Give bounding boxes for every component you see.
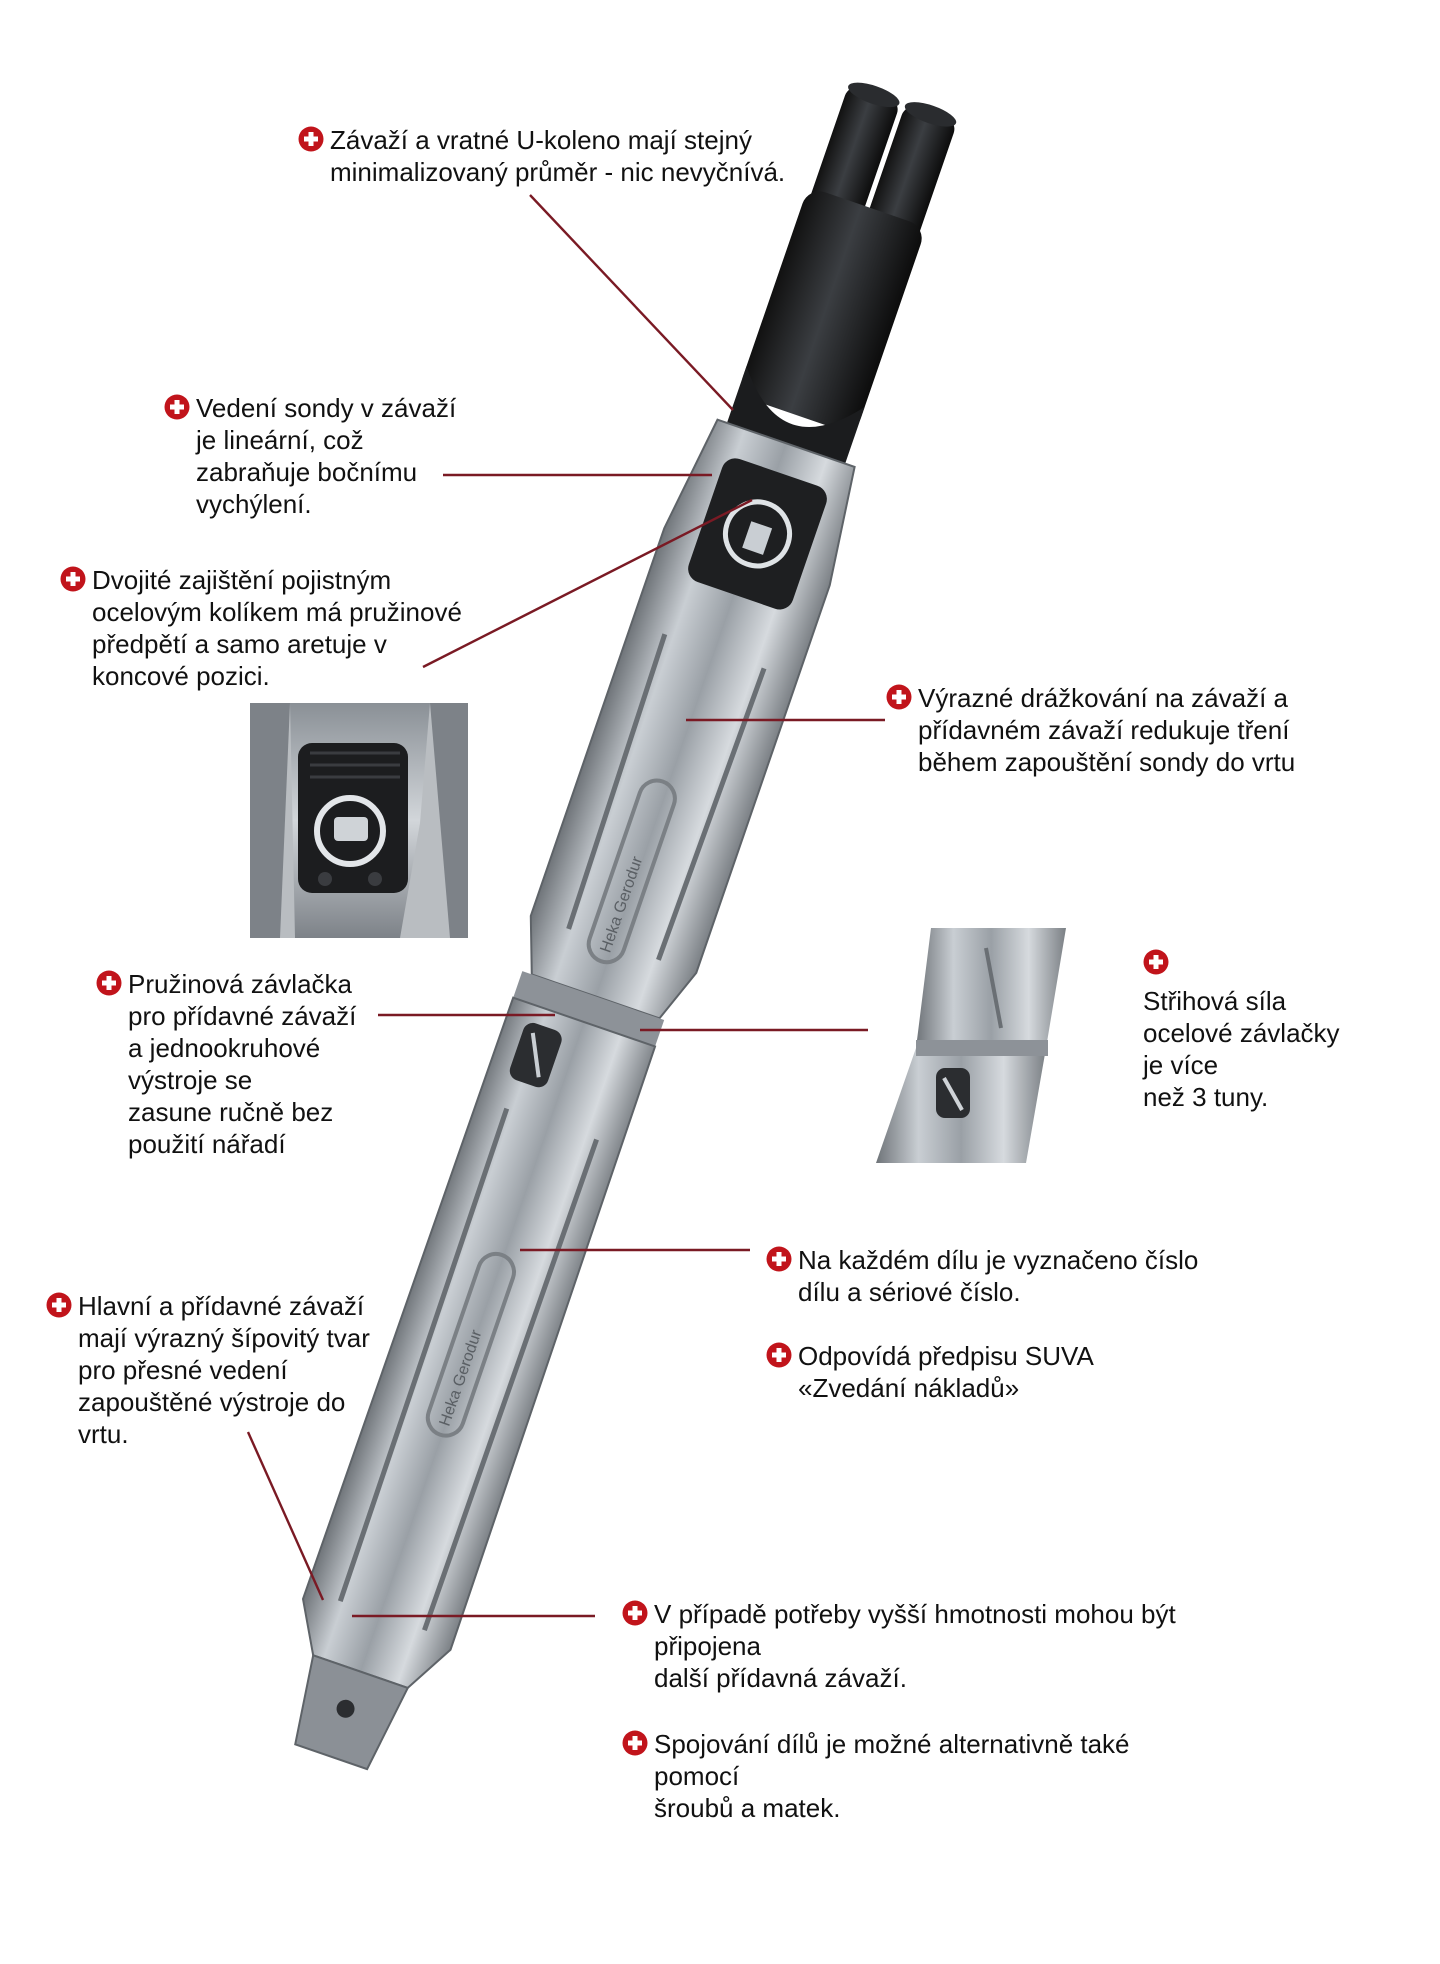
leader-arrow-shape xyxy=(246,1431,325,1601)
callout-double-lock: Dvojité zajištění pojistným ocelovým kol… xyxy=(60,564,512,692)
swiss-cross-icon xyxy=(164,394,190,420)
callout-suva-text: Odpovídá předpisu SUVA «Zvedání nákladů» xyxy=(798,1341,1094,1403)
callout-u-bend: Závaží a vratné U-koleno mají stejný min… xyxy=(298,124,890,188)
swiss-cross-icon xyxy=(1143,949,1169,975)
callout-suva: Odpovídá předpisu SUVA «Zvedání nákladů» xyxy=(766,1340,1218,1404)
callout-grooving-text: Výrazné drážkování na závaží a přídavném… xyxy=(918,683,1296,777)
swiss-cross-icon xyxy=(60,566,86,592)
swiss-cross-icon xyxy=(96,970,122,996)
leader-u-bend xyxy=(529,194,734,411)
lock-detail-inset xyxy=(250,703,468,938)
swiss-cross-icon xyxy=(766,1342,792,1368)
leader-lines xyxy=(246,194,885,1618)
callout-spring-pin: Pružinová závlačka pro přídavné závaží a… xyxy=(96,968,398,1160)
swiss-cross-icon xyxy=(298,126,324,152)
main-weight: Heka Gerodur Heka Gerodur xyxy=(294,82,957,1771)
swiss-cross-icon xyxy=(766,1246,792,1272)
swiss-cross-icon xyxy=(622,1730,648,1756)
callout-probe-guide-text: Vedení sondy v závaží je lineární, což z… xyxy=(196,393,457,519)
callout-spring-pin-text: Pružinová závlačka pro přídavné závaží a… xyxy=(128,969,357,1159)
callout-arrow-shape-text: Hlavní a přídavné závaží mají výrazný ší… xyxy=(78,1291,370,1449)
callout-extra-weights-text: V případě potřeby vyšší hmotnosti mohou … xyxy=(654,1599,1176,1693)
callout-u-bend-text: Závaží a vratné U-koleno mají stejný min… xyxy=(330,125,786,187)
swiss-cross-icon xyxy=(46,1292,72,1318)
callout-arrow-shape: Hlavní a přídavné závaží mají výrazný ší… xyxy=(46,1290,418,1450)
callout-part-number-text: Na každém dílu je vyznačeno číslo dílu a… xyxy=(798,1245,1199,1307)
swiss-cross-icon xyxy=(622,1600,648,1626)
callout-grooving: Výrazné drážkování na závaží a přídavném… xyxy=(886,682,1378,778)
swiss-cross-icon xyxy=(886,684,912,710)
callout-shear-force: Střihová síla ocelové závlačky je více n… xyxy=(1143,949,1383,1113)
joint-detail-inset xyxy=(876,928,1109,1163)
callout-bolts: Spojování dílů je možné alternativně tak… xyxy=(622,1728,1354,1824)
callout-extra-weights: V případě potřeby vyšší hmotnosti mohou … xyxy=(622,1598,1354,1694)
joint-collar xyxy=(513,971,665,1047)
callout-shear-force-text: Střihová síla ocelové závlačky je více n… xyxy=(1143,986,1340,1112)
callout-double-lock-text: Dvojité zajištění pojistným ocelovým kol… xyxy=(92,565,462,691)
lower-weight: Heka Gerodur xyxy=(294,996,657,1771)
callout-bolts-text: Spojování dílů je možné alternativně tak… xyxy=(654,1729,1130,1823)
callout-probe-guide: Vedení sondy v závaží je lineární, což z… xyxy=(164,392,476,520)
leader-double-lock xyxy=(422,498,753,669)
callout-part-number: Na každém dílu je vyznačeno číslo dílu a… xyxy=(766,1244,1318,1308)
